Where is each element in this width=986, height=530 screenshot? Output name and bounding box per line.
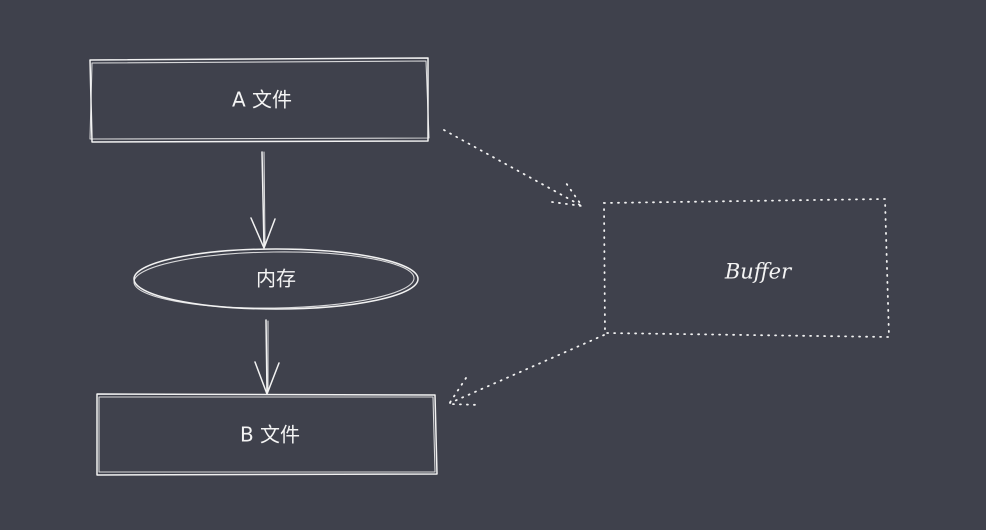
buffer-label: Buffer <box>724 260 793 284</box>
arrow-memory-to-file-b <box>254 319 280 395</box>
file-b-node: B 文件 <box>96 393 438 476</box>
arrow-file-a-to-memory <box>250 151 276 249</box>
file-a-label: A 文件 <box>232 88 292 112</box>
dotted-arrow-file-a-to-buffer <box>443 129 584 208</box>
buffer-node: Buffer <box>603 198 890 338</box>
file-b-label: B 文件 <box>240 423 300 447</box>
file-a-node: A 文件 <box>89 57 430 143</box>
memory-node: 内存 <box>133 248 419 310</box>
memory-label: 内存 <box>256 267 296 291</box>
dotted-arrow-buffer-to-file-b <box>447 334 605 406</box>
